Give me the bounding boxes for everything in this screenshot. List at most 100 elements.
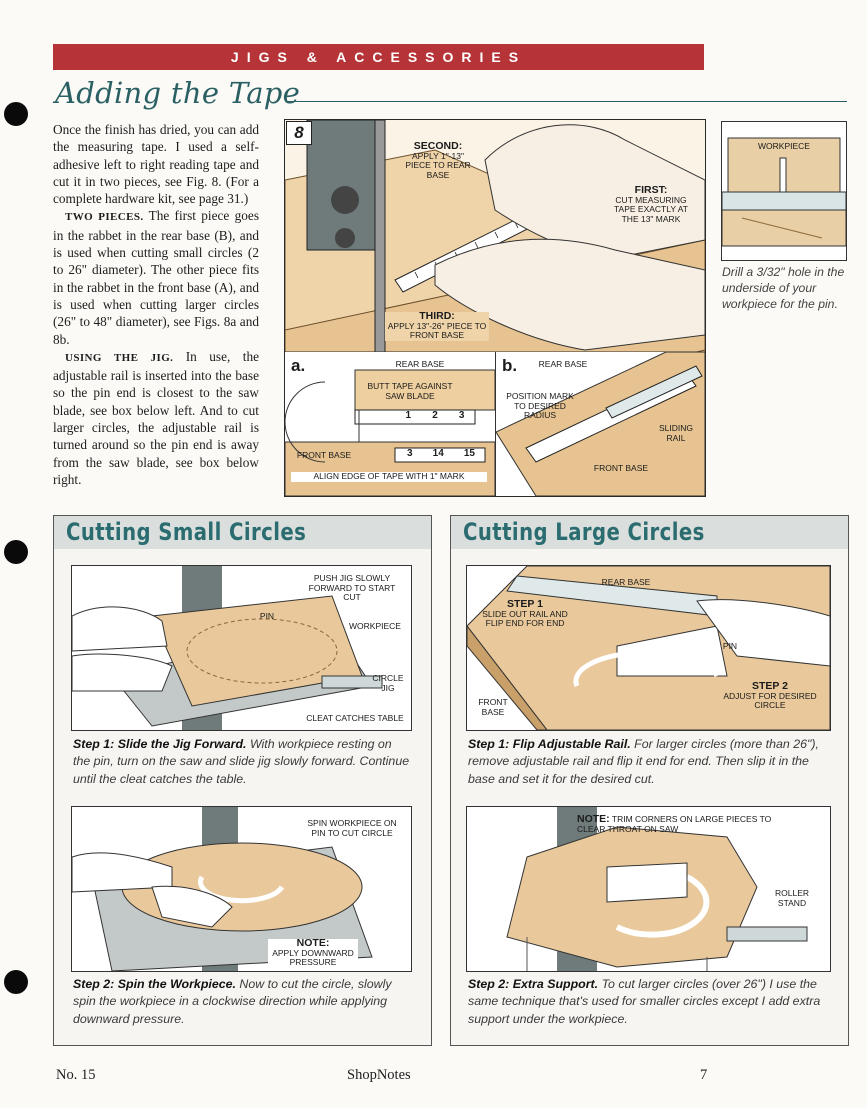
large-note-title: NOTE:: [577, 813, 610, 825]
figure-8-illustration: SECOND: APPLY 1"-13" PIECE TO REAR BASE …: [284, 119, 706, 497]
fig8b-letter: b.: [502, 356, 518, 375]
note-title: NOTE:: [296, 937, 330, 949]
footer-page: 7: [700, 1067, 708, 1083]
small-step1-lead: Step 1: Slide the Jig Forward.: [73, 737, 247, 751]
using-jig-paragraph: USING THE JIG. In use, the adjustable ra…: [53, 348, 259, 488]
circle-jig-label: CIRCLE JIG: [372, 673, 404, 693]
small-box-title: Cutting Small Circles: [66, 518, 307, 546]
third-text: APPLY 13"-26" PIECE TO FRONT BASE: [387, 320, 487, 340]
figure-8b-inset: b. REAR BASE POSITION MARK TO DESIRED RA…: [496, 352, 705, 496]
tick-label: 3: [407, 448, 413, 459]
small-step1-panel: PUSH JIG SLOWLY FORWARD TO START CUT PIN…: [71, 565, 412, 731]
pin-hole-caption: Drill a 3/32" hole in the underside of y…: [722, 264, 847, 312]
fig8a-ticks-top: 1 2 3: [395, 410, 475, 421]
workpiece-label: WORKPIECE: [349, 621, 401, 631]
cutting-small-circles-box: Cutting Small Circles PUSH JIG SLOWLY FO…: [53, 515, 432, 1046]
fig8b-position: POSITION MARK TO DESIRED RADIUS: [506, 391, 574, 420]
large-step2-drawing: [506, 807, 808, 971]
tick-label: 1: [405, 410, 412, 421]
tick-label: 2: [432, 410, 438, 421]
tick-label: 14: [432, 448, 444, 459]
fig8b-sliding: SLIDING RAIL: [658, 423, 693, 443]
two-pieces-runin: TWO PIECES.: [65, 211, 144, 224]
fig8a-rear-base: REAR BASE: [395, 359, 445, 369]
fig8b-front-base: FRONT BASE: [593, 463, 649, 473]
large-box-title: Cutting Large Circles: [463, 518, 705, 546]
side-cap-frac: 3/32: [756, 265, 781, 279]
small-step1-text: With workpiece resting on the pin, turn …: [73, 737, 410, 786]
small-step2-text: Now to cut the circle, slowly spin the w…: [73, 977, 392, 1026]
side-cap-b: " hole in the underside of your workpiec…: [722, 265, 845, 311]
large-step2-lead: Step 2: Extra Support.: [468, 977, 599, 991]
large-step2-text: To cut larger circles (over 26") I use t…: [468, 977, 821, 1026]
third-callout: THIRD: APPLY 13"-26" PIECE TO FRONT BASE: [385, 310, 489, 341]
pin-label: PIN: [259, 611, 275, 621]
using-jig-text: In use, the adjustable rail is inserted …: [53, 348, 260, 487]
large-step1-panel: REAR BASE STEP 1 SLIDE OUT RAIL AND FLIP…: [466, 565, 831, 731]
article-title: Adding the Tape: [55, 76, 301, 110]
article-body: Once the finish has dried, you can add t…: [53, 121, 259, 488]
cleat-label: CLEAT CATCHES TABLE: [306, 713, 404, 723]
figure-number: 8: [286, 121, 312, 145]
fig8a-front-base: FRONT BASE: [296, 450, 352, 460]
large-step2-caption: Step 2: Extra Support. To cut larger cir…: [468, 976, 830, 1028]
fig8a-letter: a.: [291, 356, 306, 375]
binder-hole-top: [4, 102, 28, 126]
second-title: SECOND:: [413, 140, 463, 152]
large-step1-text: For larger circles (more than 26"), remo…: [468, 737, 819, 786]
binder-hole-middle: [4, 540, 28, 564]
large-pin-label: PIN: [722, 641, 738, 651]
figure-8a-inset: a. REAR BASE BUTT TAPE AGAINST SAW BLADE…: [285, 352, 496, 496]
note-text: APPLY DOWNWARD PRESSURE: [272, 947, 354, 967]
large-step2-label: ADJUST FOR DESIRED CIRCLE: [723, 690, 817, 710]
two-pieces-paragraph: TWO PIECES. The first piece goes in the …: [53, 207, 259, 347]
tick-label: 15: [463, 448, 475, 459]
small-step1-drawing: [72, 566, 383, 730]
title-rule: [287, 101, 847, 102]
large-step1-lead: Step 1: Flip Adjustable Rail.: [468, 737, 631, 751]
pin-hole-drawing: [722, 122, 846, 247]
fig8a-butt: BUTT TAPE AGAINST SAW BLADE: [367, 381, 453, 401]
section-banner: JIGS & ACCESSORIES: [53, 44, 704, 70]
first-title: FIRST:: [634, 184, 668, 196]
push-jig-label: PUSH JIG SLOWLY FORWARD TO START CUT: [308, 573, 396, 602]
large-step1-label: SLIDE OUT RAIL AND FLIP END FOR END: [482, 608, 568, 628]
small-step2-panel: SPIN WORKPIECE ON PIN TO CUT CIRCLE NOTE…: [71, 806, 412, 972]
large-rear-base: REAR BASE: [601, 577, 651, 587]
second-text: APPLY 1"-13" PIECE TO REAR BASE: [405, 150, 471, 180]
figure-8a-drawing: [285, 369, 495, 496]
using-jig-runin: USING THE JIG.: [65, 351, 174, 364]
note-callout: NOTE: APPLY DOWNWARD PRESSURE: [268, 937, 358, 968]
third-title: THIRD:: [419, 310, 455, 322]
small-step2-drawing: [72, 807, 373, 971]
large-step1-callout: STEP 1 SLIDE OUT RAIL AND FLIP END FOR E…: [475, 598, 575, 629]
side-cap-a: Drill a: [722, 265, 757, 279]
large-note-callout: NOTE: TRIM CORNERS ON LARGE PIECES TO CL…: [577, 813, 787, 834]
footer-issue: No. 15: [56, 1067, 96, 1083]
small-step1-caption: Step 1: Slide the Jig Forward. With work…: [73, 736, 411, 788]
pin-hole-detail: WORKPIECE: [721, 121, 847, 261]
fig8b-rear-base: REAR BASE: [538, 359, 588, 369]
tick-label: 3: [458, 410, 465, 421]
large-step1-caption: Step 1: Flip Adjustable Rail. For larger…: [468, 736, 830, 788]
large-step2-title: STEP 2: [752, 680, 788, 692]
binder-hole-bottom: [4, 970, 28, 994]
large-step1-drawing: [467, 566, 830, 730]
spin-label: SPIN WORKPIECE ON PIN TO CUT CIRCLE: [307, 818, 397, 838]
fig8a-ticks-bottom: 3 14 15: [397, 448, 485, 459]
two-pieces-text: The first piece goes in the rabbet in th…: [53, 208, 259, 347]
cutting-large-circles-box: Cutting Large Circles REAR BASE STEP 1 S…: [450, 515, 849, 1046]
large-box-header: Cutting Large Circles: [451, 516, 848, 549]
intro-paragraph: Once the finish has dried, you can add t…: [53, 122, 259, 207]
large-step2-callout: STEP 2 ADJUST FOR DESIRED CIRCLE: [721, 680, 819, 711]
first-text: CUT MEASURING TAPE EXACTLY AT THE 13" MA…: [613, 194, 688, 224]
figure-8b-drawing: [496, 352, 705, 496]
large-step1-title: STEP 1: [507, 598, 543, 610]
small-step2-lead: Step 2: Spin the Workpiece.: [73, 977, 236, 991]
small-step2-caption: Step 2: Spin the Workpiece. Now to cut t…: [73, 976, 411, 1028]
large-step2-panel: NOTE: TRIM CORNERS ON LARGE PIECES TO CL…: [466, 806, 831, 972]
fig8a-align: ALIGN EDGE OF TAPE WITH 1" MARK: [291, 471, 487, 482]
large-front-base: FRONT BASE: [478, 697, 508, 717]
footer-magazine: ShopNotes: [347, 1067, 411, 1083]
large-note-text: TRIM CORNERS ON LARGE PIECES TO CLEAR TH…: [577, 814, 772, 834]
